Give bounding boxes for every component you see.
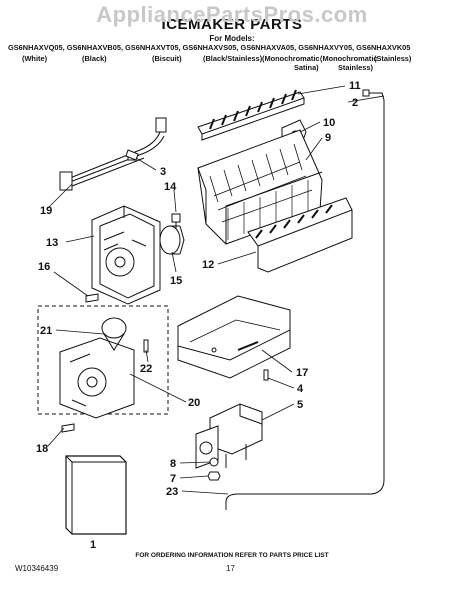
part-ice-bin <box>177 295 291 379</box>
watermark: AppliancePartsPros.com <box>96 2 368 27</box>
callout-1: 1 <box>90 539 96 551</box>
callout-3: 3 <box>160 166 166 178</box>
document-number: W10346439 <box>15 564 59 573</box>
color-stainless: (Stainless) <box>374 54 412 63</box>
color-stainless-cont: Stainless) <box>338 63 373 72</box>
for-models-label: For Models: <box>209 34 255 43</box>
callout-9: 9 <box>325 132 331 144</box>
callout-13: 13 <box>46 237 58 249</box>
color-satina-cont: Satina) <box>294 63 319 72</box>
callout-23: 23 <box>166 486 178 498</box>
callout-17: 17 <box>296 367 308 379</box>
callout-21: 21 <box>40 325 52 337</box>
color-mono-stainless: (Monochromatic <box>320 54 378 63</box>
part-heater-rake <box>247 197 353 273</box>
part-screw-3 <box>125 149 139 161</box>
callout-8: 8 <box>170 458 176 470</box>
part-ejector-comb <box>197 89 305 141</box>
color-white: (White) <box>22 54 48 63</box>
callout-18: 18 <box>36 443 48 455</box>
callout-16: 16 <box>38 261 50 273</box>
part-clamp <box>209 457 219 467</box>
callout-7: 7 <box>170 473 176 485</box>
part-screw-16 <box>85 293 99 303</box>
page-title: ICEMAKER PARTS <box>161 16 303 33</box>
callout-11: 11 <box>349 80 361 92</box>
part-fill-tube <box>225 89 385 510</box>
part-drive-plate <box>59 337 135 419</box>
color-biscuit: (Biscuit) <box>152 54 182 63</box>
callout-22: 22 <box>140 363 152 375</box>
callout-2: 2 <box>352 97 358 109</box>
part-thermostat <box>159 225 185 255</box>
color-black-stainless: (Black/Stainless) <box>203 54 263 63</box>
part-ice-mold <box>197 129 323 245</box>
callout-5: 5 <box>297 399 303 411</box>
callout-20: 20 <box>188 397 200 409</box>
leader-lines <box>47 85 385 495</box>
callout-4: 4 <box>297 383 304 395</box>
part-motor <box>101 317 127 351</box>
callout-12: 12 <box>202 259 214 271</box>
callout-19: 19 <box>40 205 52 217</box>
part-screw-4 <box>263 369 269 381</box>
callout-15: 15 <box>170 275 182 287</box>
page-number: 17 <box>226 564 235 573</box>
part-water-valve <box>195 403 263 469</box>
callout-14: 14 <box>164 181 177 193</box>
ordering-note: FOR ORDERING INFORMATION REFER TO PARTS … <box>135 552 329 559</box>
part-control-module <box>91 205 161 305</box>
callout-10: 10 <box>323 117 335 129</box>
part-wire-harness <box>59 117 167 191</box>
part-screw-22 <box>143 339 149 353</box>
part-foam-block <box>65 455 127 535</box>
part-nut <box>207 471 221 481</box>
color-mono-satina: (Monochromatic <box>262 54 320 63</box>
color-black: (Black) <box>82 54 107 63</box>
model-list: GS6NHAXVQ05, GS6NHAXVB05, GS6NHAXVT05, G… <box>8 43 411 52</box>
